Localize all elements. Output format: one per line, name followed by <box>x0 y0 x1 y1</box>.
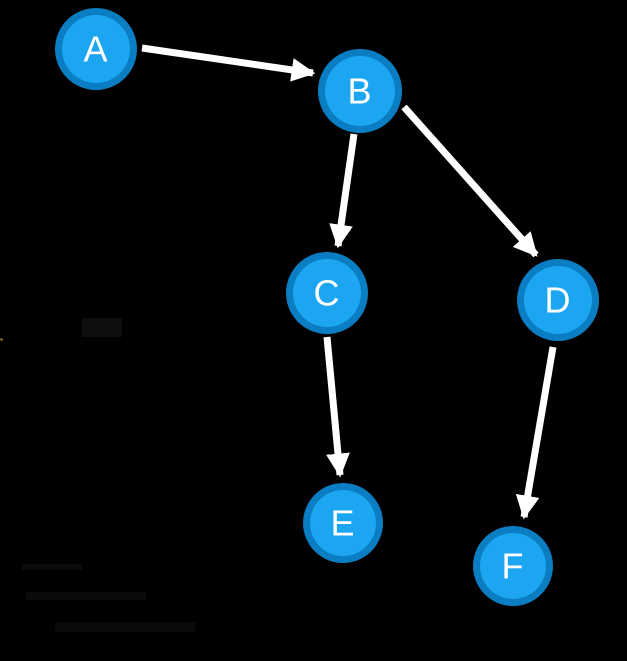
edge-B-C <box>329 133 358 249</box>
node-label: E <box>330 503 355 544</box>
node-C[interactable]: C <box>286 252 368 334</box>
node-label: D <box>545 280 572 321</box>
node-F[interactable]: F <box>473 526 553 606</box>
node-A[interactable]: A <box>55 8 137 90</box>
edge-B-D <box>401 104 539 258</box>
edge-C-E <box>323 336 350 478</box>
node-body <box>310 490 376 556</box>
node-body <box>62 15 130 83</box>
node-body <box>293 259 361 327</box>
node-B[interactable]: B <box>318 49 402 133</box>
edge-A-B <box>141 44 316 82</box>
node-body <box>480 533 546 599</box>
node-label: C <box>314 273 341 314</box>
node-D[interactable]: D <box>517 259 599 341</box>
node-body <box>325 56 395 126</box>
node-label: B <box>347 71 372 112</box>
node-label: A <box>83 29 108 70</box>
node-label: F <box>502 546 525 587</box>
node-E[interactable]: E <box>303 483 383 563</box>
node-body <box>524 266 592 334</box>
edge-D-F <box>515 346 557 520</box>
